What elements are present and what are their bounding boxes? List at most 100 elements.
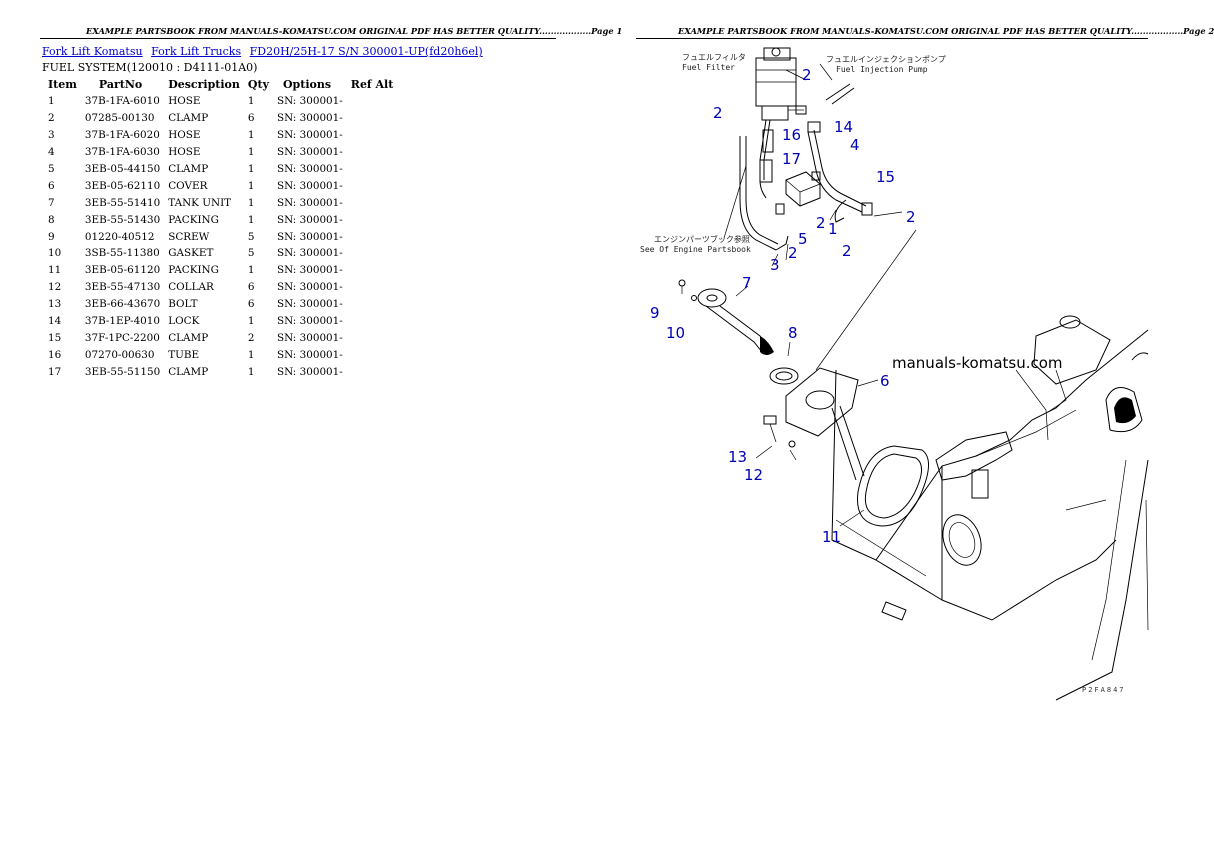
cell-qty: 1 bbox=[247, 179, 255, 192]
cell-options: SN: 300001- bbox=[276, 213, 343, 226]
cell-options: SN: 300001- bbox=[276, 298, 343, 311]
cell-partno: 01220-40512 bbox=[84, 230, 155, 243]
cell-ref-alt bbox=[347, 262, 398, 279]
cell-description: GASKET bbox=[168, 247, 214, 260]
cell-ref-alt bbox=[347, 296, 398, 313]
cell-ref-alt bbox=[347, 228, 398, 245]
cell-item: 11 bbox=[48, 264, 62, 277]
cell-item: 5 bbox=[48, 163, 55, 175]
callout-16: 16 bbox=[782, 126, 801, 144]
cell-ref-alt bbox=[347, 346, 398, 363]
cell-options: SN: 300001- bbox=[276, 112, 343, 125]
cell-item: 16 bbox=[48, 348, 62, 361]
cell-partno: 3EB-05-62110 bbox=[84, 179, 161, 192]
callout-14: 14 bbox=[834, 118, 853, 136]
callout-3: 3 bbox=[770, 256, 780, 274]
cell-options: SN: 300001- bbox=[276, 230, 343, 243]
cell-item: 8 bbox=[48, 213, 55, 226]
section-title: FUEL SYSTEM(120010 : D4111-01A0) bbox=[42, 61, 258, 74]
page-1-header: EXAMPLE PARTSBOOK FROM MANUALS-KOMATSU.C… bbox=[86, 26, 623, 36]
breadcrumb-link-model[interactable]: FD20H/25H-17 S/N 300001-UP(fd20h6el) bbox=[249, 45, 483, 58]
cell-qty: 6 bbox=[247, 112, 255, 125]
cell-partno: 37B-1FA-6010 bbox=[84, 95, 160, 108]
page-2-header: EXAMPLE PARTSBOOK FROM MANUALS-KOMATSU.C… bbox=[678, 26, 1214, 36]
cell-description: CLAMP bbox=[168, 112, 209, 125]
cell-qty: 2 bbox=[247, 331, 255, 344]
callout-10: 10 bbox=[666, 324, 685, 342]
cell-qty: 1 bbox=[247, 365, 255, 378]
cell-item: 15 bbox=[48, 331, 62, 344]
cell-qty: 1 bbox=[247, 213, 255, 226]
callout-4: 4 bbox=[850, 136, 860, 154]
breadcrumb: Fork Lift Komatsu Fork Lift Trucks FD20H… bbox=[42, 45, 488, 58]
cell-item: 9 bbox=[48, 230, 55, 243]
cell-partno: 3EB-05-61120 bbox=[84, 264, 161, 277]
cell-description: LOCK bbox=[168, 315, 200, 328]
cell-ref-alt bbox=[347, 93, 398, 110]
cell-item: 4 bbox=[48, 146, 55, 159]
cell-description: HOSE bbox=[168, 146, 201, 159]
cell-item: 14 bbox=[48, 315, 62, 328]
cell-description: CLAMP bbox=[168, 163, 209, 175]
cell-item: 10 bbox=[48, 247, 62, 260]
column-header-qty: Qty bbox=[247, 78, 269, 91]
column-header-item: Item bbox=[48, 78, 77, 91]
fuel-hoses-drawing bbox=[739, 83, 873, 251]
cell-ref-alt bbox=[347, 110, 398, 127]
cell-ref-alt bbox=[347, 329, 398, 346]
leader-lines bbox=[723, 63, 903, 527]
cell-item: 2 bbox=[48, 112, 55, 125]
cell-partno: 37B-1EP-4010 bbox=[84, 315, 161, 328]
page-2-header-rule bbox=[636, 38, 1148, 39]
parts-table-header: Item PartNo Description Qty Options Ref … bbox=[44, 76, 397, 93]
clamp-block-drawing bbox=[775, 171, 821, 215]
breadcrumb-link-category[interactable]: Fork Lift Trucks bbox=[151, 45, 242, 58]
cell-partno: 37B-1FA-6020 bbox=[84, 129, 160, 142]
label-injection-pump: Fuel Injection Pump bbox=[836, 65, 928, 74]
column-header-partno: PartNo bbox=[98, 78, 143, 91]
cell-options: SN: 300001- bbox=[276, 179, 343, 192]
cell-ref-alt bbox=[347, 127, 398, 144]
cell-description: COLLAR bbox=[168, 281, 214, 294]
cell-description: PACKING bbox=[168, 213, 219, 226]
cell-partno: 3EB-55-51150 bbox=[84, 365, 161, 378]
cell-partno: 3EB-55-47130 bbox=[84, 281, 161, 294]
callout-2-clamp: 2 bbox=[816, 214, 826, 232]
cell-partno: 37F-1PC-2200 bbox=[84, 331, 160, 344]
cell-partno: 3EB-55-51410 bbox=[84, 196, 161, 209]
cell-description: HOSE bbox=[168, 129, 201, 142]
cell-ref-alt bbox=[347, 194, 398, 211]
cell-qty: 1 bbox=[247, 196, 255, 209]
cell-qty: 1 bbox=[247, 348, 255, 361]
column-header-options: Options bbox=[282, 78, 332, 91]
cell-qty: 1 bbox=[247, 264, 255, 277]
cell-options: SN: 300001- bbox=[276, 146, 343, 159]
callout-2-hose: 2 bbox=[788, 244, 798, 262]
callout-12: 12 bbox=[744, 466, 763, 484]
label-engine-parts-jp: エンジンパーツブック参照 bbox=[654, 234, 750, 244]
callout-9: 9 bbox=[650, 304, 660, 322]
breadcrumb-link-brand[interactable]: Fork Lift Komatsu bbox=[42, 45, 143, 58]
tank-unit-drawing bbox=[678, 279, 774, 355]
cell-description: PACKING bbox=[168, 264, 219, 277]
parts-table: Item PartNo Description Qty Options Ref … bbox=[44, 76, 397, 380]
callout-2-filter: 2 bbox=[713, 104, 723, 122]
callout-8: 8 bbox=[788, 324, 798, 342]
cell-qty: 1 bbox=[247, 315, 255, 328]
truck-frame-drawing bbox=[815, 229, 1149, 701]
cell-partno: 3EB-66-43670 bbox=[84, 298, 161, 311]
callout-2-lower: 2 bbox=[842, 242, 852, 260]
cell-options: SN: 300001- bbox=[276, 247, 343, 260]
cell-qty: 1 bbox=[247, 95, 255, 108]
cell-ref-alt bbox=[347, 144, 398, 161]
